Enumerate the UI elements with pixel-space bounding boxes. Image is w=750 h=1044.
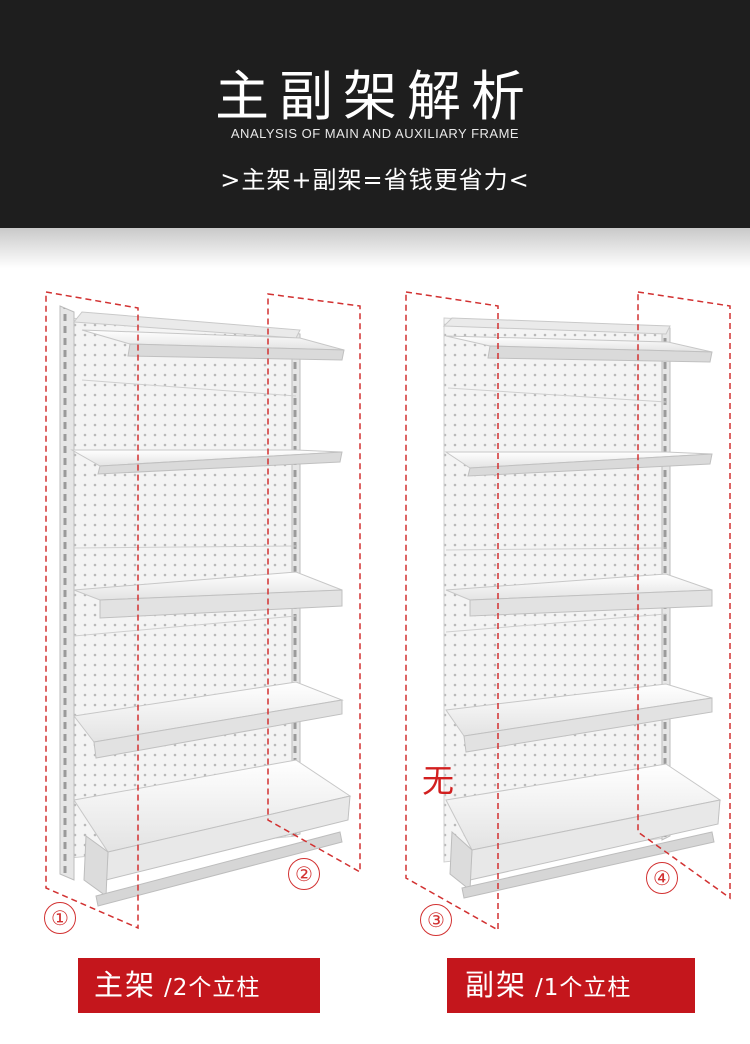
aux-frame-name: 副架: [465, 968, 528, 1002]
main-shelf-2: [70, 449, 343, 549]
upright-3-outline: [405, 291, 499, 932]
header-banner: [0, 0, 750, 228]
aux-frame-shelf: [405, 291, 731, 932]
marker-4: ④: [646, 862, 678, 894]
marker-3: ③: [420, 904, 452, 936]
main-shelf-5: [73, 759, 352, 907]
page-tagline: >主架+副架=省钱更省力<: [220, 166, 530, 194]
aux-shelf-1: [445, 335, 713, 403]
main-frame-shelf: [45, 291, 361, 930]
main-left-upright: [59, 305, 75, 881]
main-shelf-4: [73, 681, 344, 759]
aux-shelf-2: [444, 451, 713, 551]
main-shelf-1: [81, 329, 345, 397]
marker-1: ①: [44, 902, 76, 934]
main-shelf-3: [73, 571, 343, 637]
page-subtitle: ANALYSIS OF MAIN AND AUXILIARY FRAME: [230, 126, 520, 141]
missing-upright-label: 无: [422, 762, 455, 800]
main-frame-label: 主架/2个立柱: [78, 958, 320, 1013]
upright-2-outline: [267, 293, 361, 874]
main-frame-name: 主架: [94, 968, 157, 1002]
aux-shelf-5: [445, 763, 722, 899]
marker-2: ②: [288, 858, 320, 890]
header-shadow: [0, 228, 750, 268]
aux-shelf-4: [445, 683, 713, 753]
aux-frame-detail: /1个立柱: [535, 975, 632, 1001]
page-title: 主副架解析: [215, 65, 535, 128]
aux-shelf-3: [445, 573, 713, 633]
upright-1-outline: [45, 291, 139, 930]
upright-4-outline: [637, 291, 731, 900]
main-frame-detail: /2个立柱: [164, 975, 261, 1001]
aux-frame-label: 副架/1个立柱: [447, 958, 695, 1013]
